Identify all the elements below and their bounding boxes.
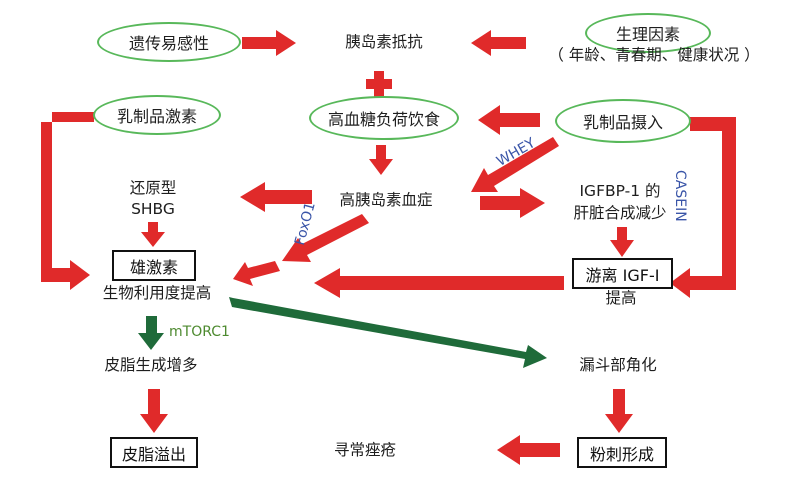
node-acne-vulgaris: 寻常痤疮 <box>333 441 397 459</box>
node-dairy-intake-label: 乳制品摄入 <box>582 113 663 132</box>
node-igfbp-line2: 肝脏合成减少 <box>573 204 667 222</box>
node-genetic-label: 遗传易感性 <box>128 34 209 53</box>
node-seborrhea-label: 皮脂溢出 <box>121 444 186 464</box>
edge-label-casein: CASEIN <box>672 170 688 222</box>
node-physio-label: 生理因素 <box>615 25 680 44</box>
node-physiological-factors: 生理因素 <box>585 13 711 53</box>
arrow-sebum-to-seborrhea <box>140 389 168 433</box>
node-bioavailability: 生物利用度提高 <box>102 284 212 302</box>
node-infundibular-keratinization: 漏斗部角化 <box>579 356 657 374</box>
arrow-foxo1 <box>282 214 369 262</box>
node-free-igf-label: 游离 IGF-I <box>585 265 660 285</box>
node-sebum-increase: 皮脂生成增多 <box>104 356 198 374</box>
arrow-diet-to-hyperinsulinemia <box>369 145 393 175</box>
node-insulin-resistance: 胰岛素抵抗 <box>345 33 423 51</box>
arrow-igf-to-androgen <box>314 268 564 298</box>
arrow-shbg-to-androgen <box>141 222 165 247</box>
arrow-genetic-to-resistance <box>242 30 296 56</box>
node-physio-detail: （ 年龄、青春期、健康状况 ） <box>548 46 760 64</box>
arrow-hyper-to-shbg <box>240 182 312 212</box>
node-dairy-hormones: 乳制品激素 <box>93 95 221 135</box>
node-free-igf: 游离 IGF-I <box>572 258 673 289</box>
bracket-casein <box>670 117 736 298</box>
node-high-gl-diet: 高血糖负荷饮食 <box>309 96 459 140</box>
arrow-dairy-to-diet <box>478 105 540 135</box>
arrow-diag-to-androgen <box>233 261 280 286</box>
node-genetic-susceptibility: 遗传易感性 <box>97 22 241 62</box>
arrow-hyper-to-igfbp <box>480 188 545 218</box>
node-seborrhea: 皮脂溢出 <box>110 437 198 468</box>
node-reduced-shbg-line1: 还原型 <box>129 179 177 197</box>
node-reduced-shbg-line2: SHBG <box>131 200 175 218</box>
edge-label-mtorc1: mTORC1 <box>169 324 230 340</box>
node-androgen: 雄激素 <box>112 250 196 281</box>
arrow-mtorc1-down <box>138 316 164 350</box>
node-comedone-formation: 粉刺形成 <box>577 437 667 468</box>
node-dairy-hormones-label: 乳制品激素 <box>116 107 197 126</box>
node-androgen-label: 雄激素 <box>129 257 178 277</box>
node-comedone-label: 粉刺形成 <box>589 444 654 464</box>
node-high-gl-diet-label: 高血糖负荷饮食 <box>327 110 440 129</box>
node-dairy-intake: 乳制品摄入 <box>555 99 691 143</box>
arrow-whey <box>471 137 559 192</box>
arrow-infund-to-comedone <box>605 389 633 433</box>
bracket-dairy-hormones <box>41 112 94 290</box>
arrow-physio-to-resistance <box>471 30 526 56</box>
node-igfbp-line1: IGFBP-1 的 <box>579 182 661 200</box>
arrow-green-diagonal <box>229 297 547 368</box>
arrow-igfbp-to-igf <box>610 227 634 257</box>
node-increase: 提高 <box>605 289 637 307</box>
node-hyperinsulinemia: 高胰岛素血症 <box>339 191 433 209</box>
arrow-comedone-to-acne <box>497 435 560 465</box>
